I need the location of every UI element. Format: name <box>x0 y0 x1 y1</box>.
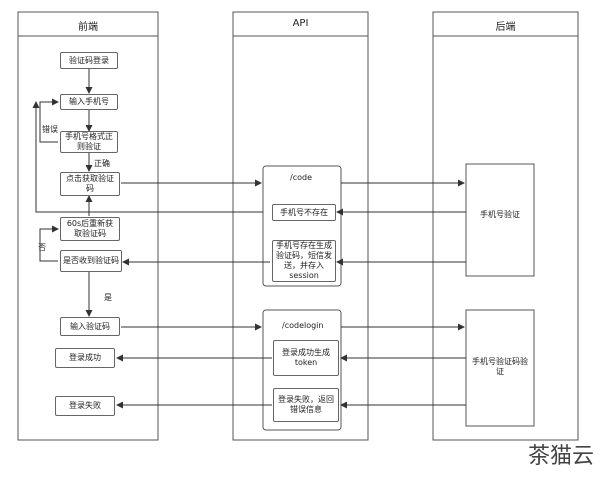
node-resend-60s: 60s后重新获取验证码 <box>60 217 120 241</box>
edge-label-correct: 正确 <box>94 159 110 168</box>
node-sms-login: 验证码登录 <box>60 52 118 69</box>
arrow-error-loop <box>39 98 59 143</box>
edge-label-yes: 是 <box>104 293 112 302</box>
node-login-fail-msg: 登录失败，返回错误信息 <box>273 388 339 422</box>
arrow-no-loop <box>39 225 59 262</box>
api-code-endpoint-label: /code <box>290 173 312 182</box>
api-code-container <box>262 165 342 287</box>
node-phone-not-exist: 手机号不存在 <box>272 204 336 221</box>
node-login-success: 登录成功 <box>55 348 115 368</box>
edge-label-error: 错误 <box>42 125 58 134</box>
api-codelogin-container <box>262 309 342 431</box>
arrow-not-exist-loop <box>32 101 263 213</box>
node-input-code: 输入验证码 <box>60 317 120 336</box>
backend-phone-verify-box <box>465 163 535 277</box>
backend-code-verify-label: 手机号验证码验证 <box>472 357 528 376</box>
lane-backend <box>432 11 579 441</box>
backend-code-verify-box <box>465 309 535 427</box>
node-input-phone: 输入手机号 <box>60 94 118 110</box>
watermark-logo: 茶猫云 <box>527 444 594 469</box>
backend-phone-verify-label: 手机号验证 <box>480 210 520 219</box>
node-phone-format-check: 手机号格式正则验证 <box>60 131 118 153</box>
lane-api <box>232 11 369 441</box>
api-codelogin-endpoint-label: /codelogin <box>282 321 324 330</box>
node-received-code: 是否收到验证码 <box>60 250 122 272</box>
node-login-fail: 登录失败 <box>55 396 115 416</box>
node-phone-exists: 手机号存在生成验证码，短信发送，并存入session <box>272 240 336 282</box>
lane-header-api: API <box>292 18 309 29</box>
edge-label-no: 否 <box>38 243 46 252</box>
lane-header-frontend: 前端 <box>78 22 98 33</box>
node-click-get-code: 点击获取验证码 <box>60 172 120 196</box>
node-login-success-token: 登录成功生成token <box>273 340 339 376</box>
lane-frontend <box>17 11 159 441</box>
lane-header-backend: 后端 <box>495 22 516 33</box>
